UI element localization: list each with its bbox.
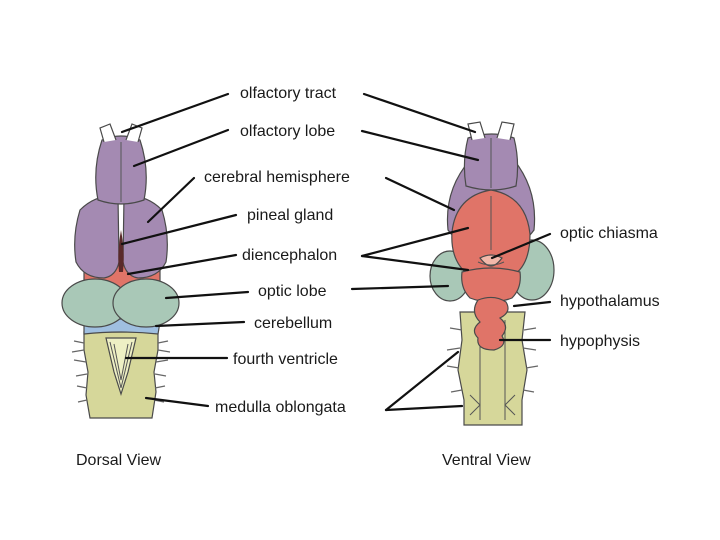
leader-cerebral-hemisphere-dorsal bbox=[146, 176, 196, 224]
leader-olfactory-tract-dorsal bbox=[120, 92, 230, 134]
leader-diencephalon-ventral-b bbox=[360, 254, 470, 272]
label-medulla-oblongata: medulla oblongata bbox=[215, 399, 346, 416]
optic-chiasma bbox=[477, 254, 505, 267]
leader-optic-lobe-ventral bbox=[350, 284, 450, 291]
label-cerebral-hemisphere: cerebral hemisphere bbox=[204, 169, 350, 186]
label-optic-chiasma: optic chiasma bbox=[560, 225, 658, 242]
label-hypothalamus: hypothalamus bbox=[560, 293, 660, 310]
leader-olfactory-lobe-ventral bbox=[360, 129, 480, 162]
dorsal-nerve-roots bbox=[71, 340, 171, 403]
label-olfactory-tract: olfactory tract bbox=[240, 85, 337, 102]
leader-diencephalon-dorsal bbox=[126, 253, 238, 276]
label-pineal-gland: pineal gland bbox=[247, 207, 333, 224]
label-hypophysis: hypophysis bbox=[560, 333, 640, 350]
caption-ventral-view: Ventral View bbox=[442, 452, 531, 469]
pineal-gland bbox=[118, 230, 124, 272]
label-cerebellum: cerebellum bbox=[254, 315, 332, 332]
leader-cerebral-hemisphere-ventral bbox=[384, 176, 456, 212]
ventral-nerve-roots bbox=[446, 327, 539, 393]
leader-optic-chiasma bbox=[490, 232, 552, 260]
leader-lines bbox=[120, 92, 552, 412]
leader-cerebellum-dorsal bbox=[154, 320, 246, 328]
caption-dorsal-view: Dorsal View bbox=[76, 452, 162, 469]
fourth-ventricle bbox=[105, 337, 137, 396]
leader-medulla-oblongata-dorsal bbox=[144, 396, 210, 408]
label-optic-lobe: optic lobe bbox=[258, 283, 327, 300]
leader-medulla-oblongata-ventral-a bbox=[384, 350, 460, 412]
dorsal-optic-lobe-right bbox=[112, 278, 180, 328]
hypothalamus bbox=[461, 267, 521, 303]
dorsal-cerebral-hemisphere-left bbox=[74, 195, 120, 279]
labels: olfactory tract olfactory lobe cerebral … bbox=[204, 85, 660, 416]
label-fourth-ventricle: fourth ventricle bbox=[233, 351, 338, 368]
leader-olfactory-tract-ventral bbox=[362, 92, 477, 134]
label-olfactory-lobe: olfactory lobe bbox=[240, 123, 335, 140]
hypophysis bbox=[473, 296, 509, 351]
dorsal-cerebral-hemisphere-right bbox=[122, 195, 168, 279]
leader-olfactory-lobe-dorsal bbox=[132, 128, 230, 168]
ventral-view-brain bbox=[429, 121, 555, 426]
ventral-olfactory-tracts bbox=[467, 121, 515, 141]
leader-pineal-gland bbox=[120, 213, 238, 246]
leader-optic-lobe-dorsal bbox=[164, 290, 250, 300]
leader-medulla-oblongata-ventral-b bbox=[384, 404, 464, 412]
leader-diencephalon-ventral-a bbox=[360, 226, 470, 258]
leader-hypothalamus bbox=[512, 300, 552, 308]
label-diencephalon: diencephalon bbox=[242, 247, 337, 264]
dorsal-view-brain bbox=[61, 123, 180, 419]
